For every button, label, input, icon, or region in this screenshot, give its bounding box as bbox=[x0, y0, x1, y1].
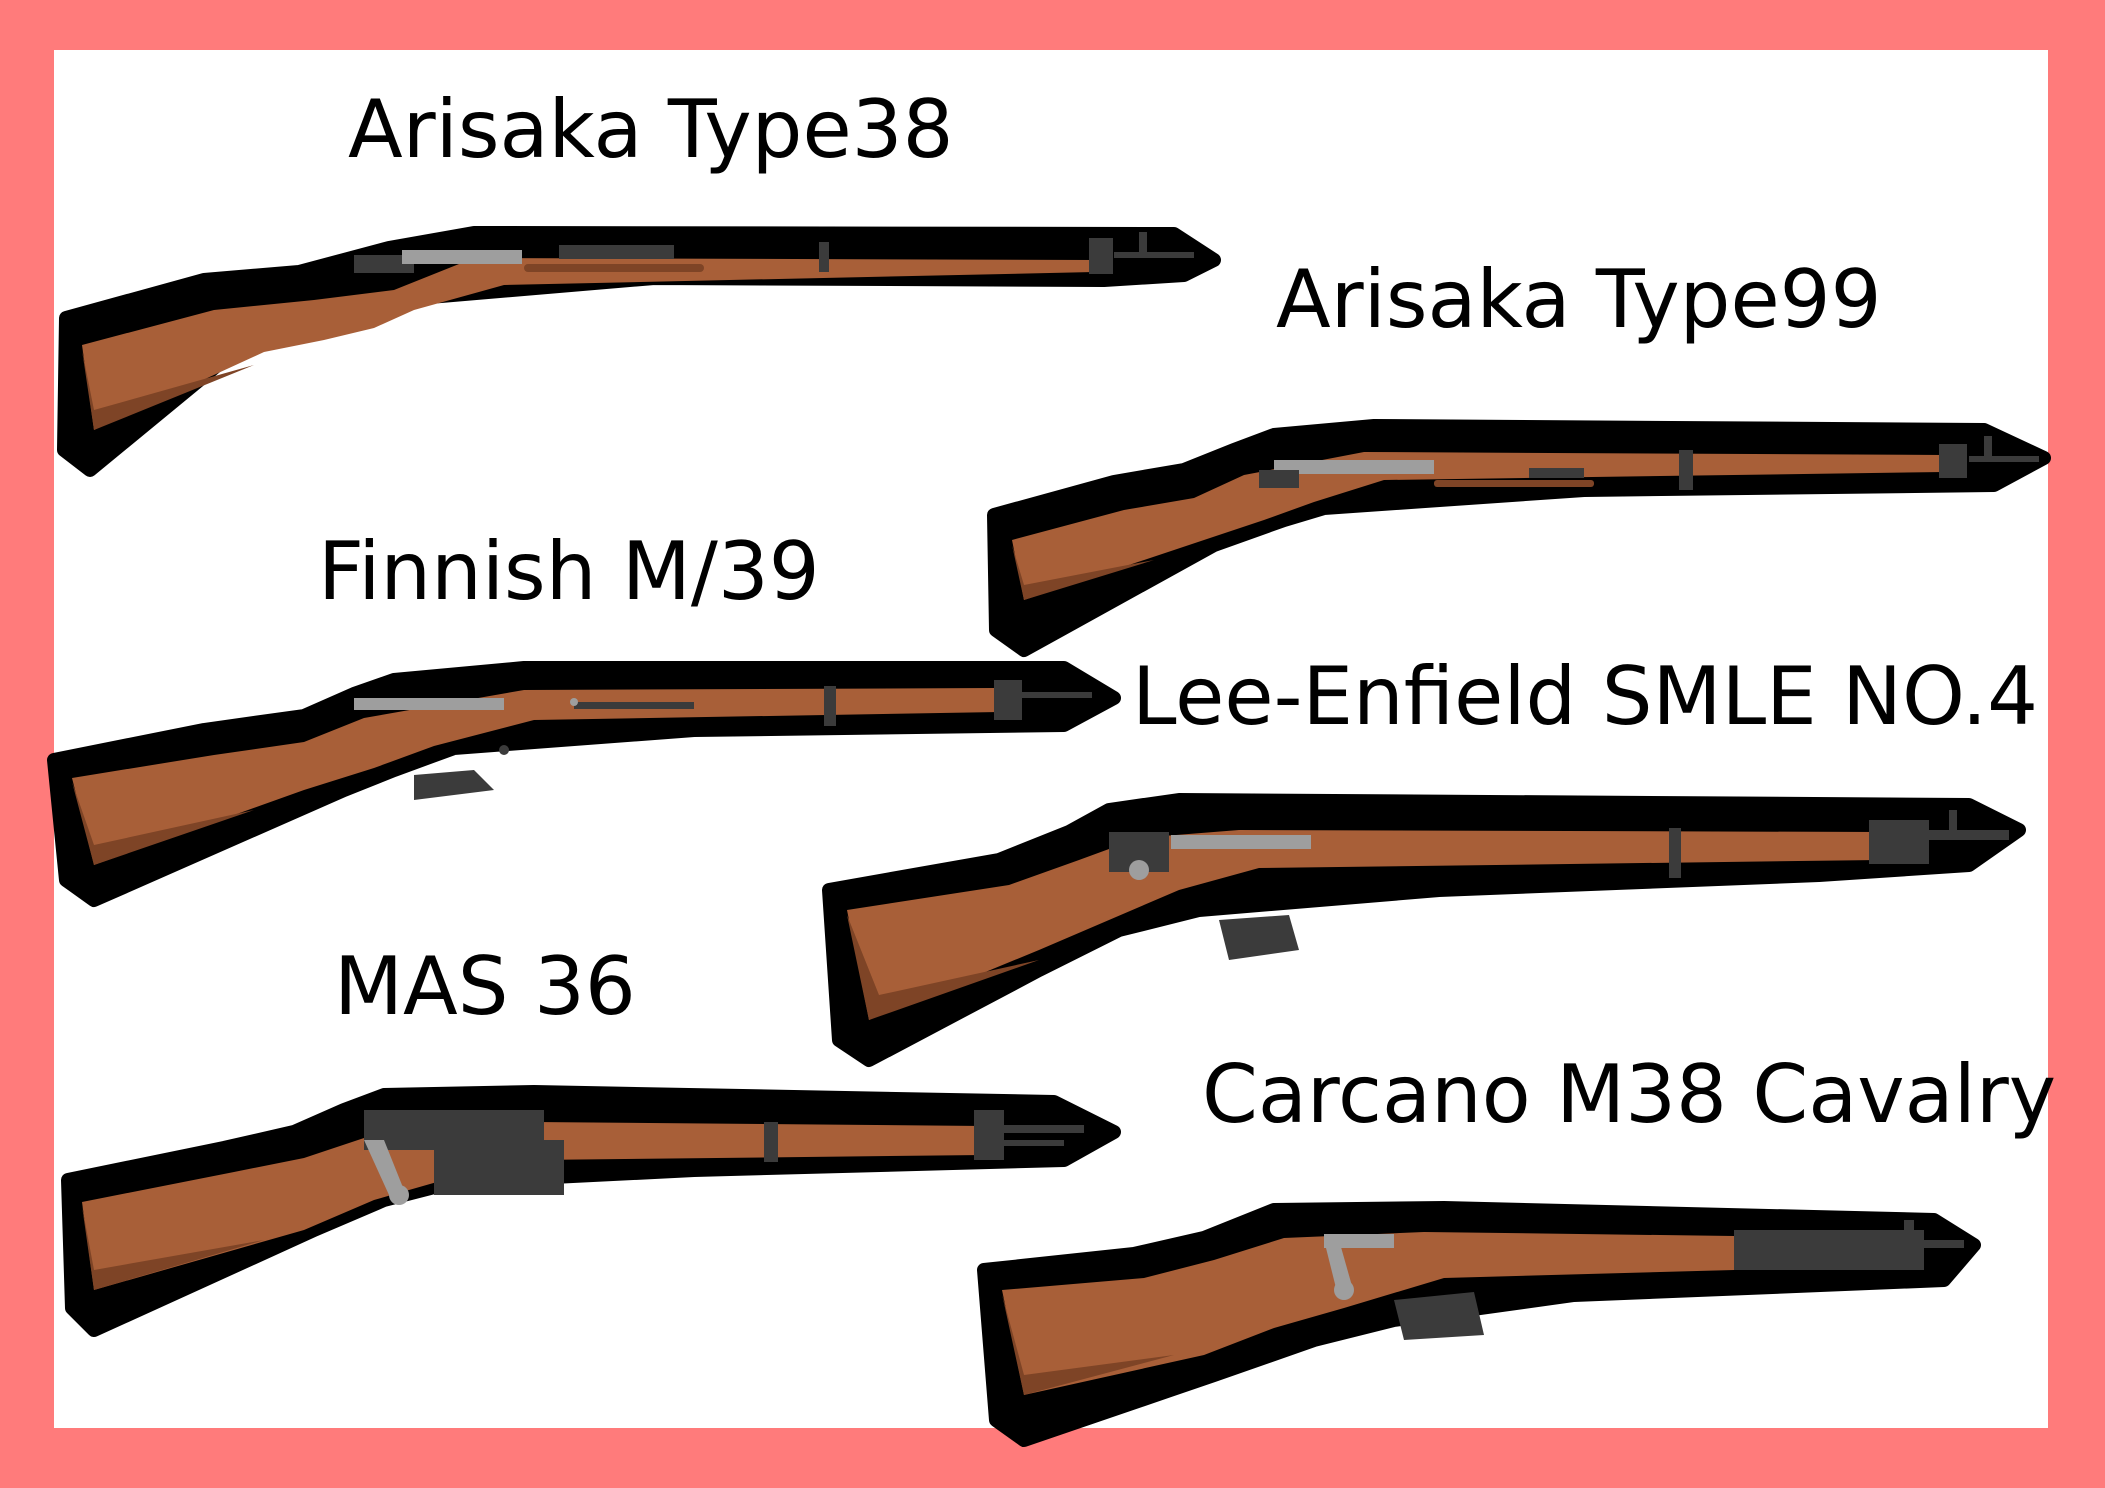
arisaka-type99-rifle-illustration bbox=[987, 419, 2051, 657]
arisaka-type38-rifle-illustration bbox=[57, 226, 1221, 477]
rifle-label-finnish-m39: Finnish M/39 bbox=[318, 525, 820, 618]
white-sheet: Arisaka Type38 Arisaka Type99 bbox=[47, 50, 2056, 1447]
rifle-label-carcano-m38-cavalry: Carcano M38 Cavalry bbox=[1202, 1048, 2057, 1141]
rifle-label-arisaka-type99: Arisaka Type99 bbox=[1276, 253, 1882, 346]
lee-enfield-no4-rifle-illustration bbox=[822, 793, 2026, 1067]
rifle-label-arisaka-type38: Arisaka Type38 bbox=[348, 83, 954, 176]
mas36-rifle-illustration bbox=[61, 1085, 1121, 1337]
finnish-m39-rifle-illustration bbox=[47, 661, 1121, 907]
carcano-m38-cavalry-rifle-illustration bbox=[977, 1201, 1981, 1447]
rifle-label-mas36: MAS 36 bbox=[334, 940, 636, 1033]
rifle-label-lee-enfield-no4: Lee-Enfield SMLE NO.4 bbox=[1132, 650, 2039, 743]
